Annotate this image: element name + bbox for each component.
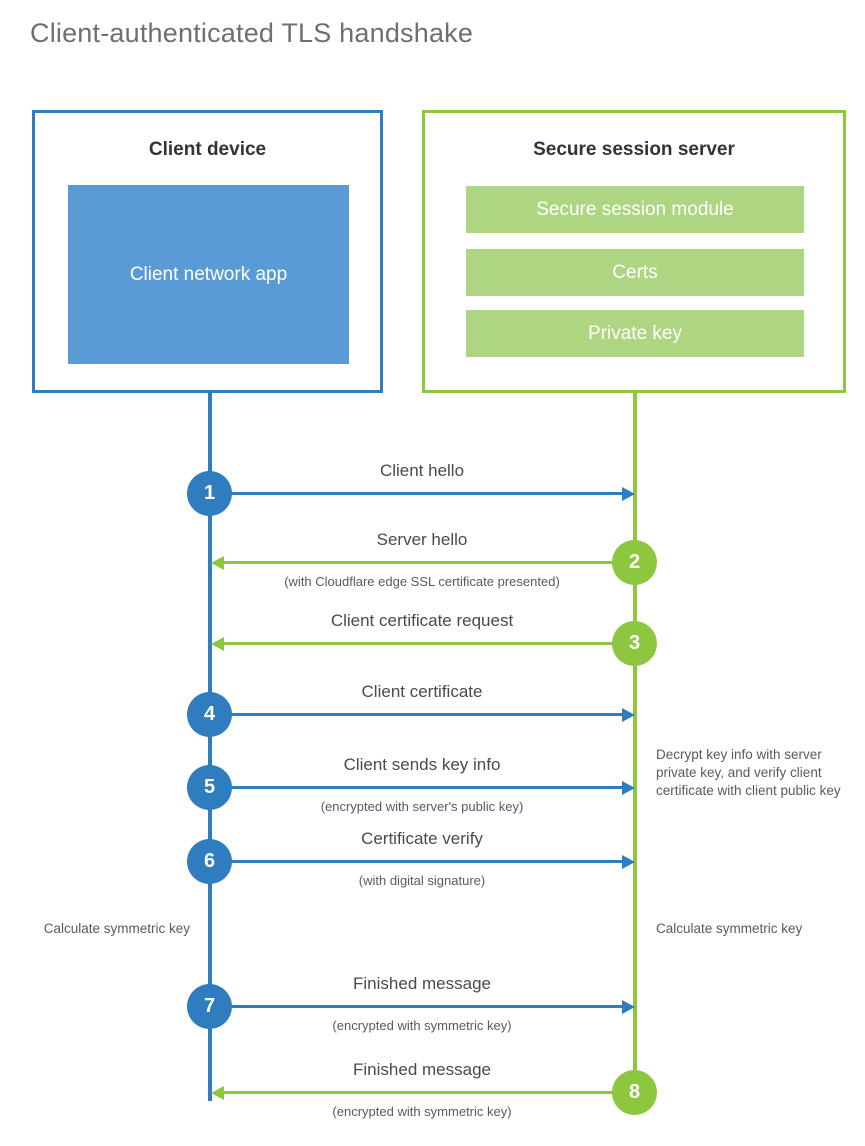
arrow-head-4	[622, 708, 635, 722]
arrow-line-3	[214, 642, 633, 645]
arrow-line-6	[210, 860, 629, 863]
arrow-head-2	[211, 556, 224, 570]
arrow-head-3	[211, 637, 224, 651]
arrow-line-2	[214, 561, 633, 564]
message-label-6: Certificate verify	[361, 829, 483, 848]
message-label-4: Client certificate	[361, 682, 483, 701]
client-lifeline	[208, 391, 212, 1101]
message-sublabel-2: (with Cloudflare edge SSL certificate pr…	[284, 574, 560, 589]
arrow-head-8	[211, 1086, 224, 1100]
server-block-secure-session-module: Secure session module	[466, 186, 804, 233]
message-label-5: Client sends key info	[343, 755, 501, 774]
step-circle-6[interactable]: 6	[187, 839, 232, 884]
step-circle-7[interactable]: 7	[187, 984, 232, 1029]
note-calculate-symmetric-key-client: Calculate symmetric key	[43, 921, 190, 936]
client-network-app-block: Client network app	[68, 185, 349, 364]
arrow-head-6	[622, 855, 635, 869]
client-device-title: Client device	[148, 139, 267, 160]
message-sublabel-6: (with digital signature)	[358, 873, 486, 888]
step-circle-3[interactable]: 3	[612, 621, 657, 666]
message-sublabel-8: (encrypted with symmetric key)	[332, 1104, 512, 1119]
note-calculate-symmetric-key-server: Calculate symmetric key	[656, 921, 803, 936]
secure-session-server-title: Secure session server	[533, 139, 735, 160]
step-circle-8[interactable]: 8	[612, 1070, 657, 1115]
arrow-line-5	[210, 786, 629, 789]
step-circle-4[interactable]: 4	[187, 692, 232, 737]
arrow-line-1	[210, 492, 629, 495]
server-block-private-key: Private key	[466, 310, 804, 357]
arrow-head-5	[622, 781, 635, 795]
step-circle-1[interactable]: 1	[187, 471, 232, 516]
message-sublabel-7: (encrypted with symmetric key)	[332, 1018, 512, 1033]
step-circle-5[interactable]: 5	[187, 765, 232, 810]
message-label-3: Client certificate request	[330, 611, 514, 630]
message-sublabel-5: (encrypted with server's public key)	[320, 799, 524, 814]
arrow-line-8	[214, 1091, 633, 1094]
arrow-head-1	[622, 487, 635, 501]
message-label-8: Finished message	[353, 1060, 491, 1079]
client-device-box: Client device Client network app	[32, 110, 383, 393]
step-circle-2[interactable]: 2	[612, 540, 657, 585]
arrow-head-7	[622, 1000, 635, 1014]
secure-session-server-box: Secure session server Secure session mod…	[422, 110, 846, 393]
message-label-7: Finished message	[353, 974, 491, 993]
server-lifeline	[633, 391, 637, 1093]
arrow-line-7	[210, 1005, 629, 1008]
message-label-1: Client hello	[379, 461, 465, 480]
message-label-2: Server hello	[376, 530, 468, 549]
page-title: Client-authenticated TLS handshake	[30, 18, 474, 48]
note-decrypt-key-info: Decrypt key info with server private key…	[656, 747, 841, 799]
arrow-line-4	[210, 713, 629, 716]
server-block-certs: Certs	[466, 249, 804, 296]
